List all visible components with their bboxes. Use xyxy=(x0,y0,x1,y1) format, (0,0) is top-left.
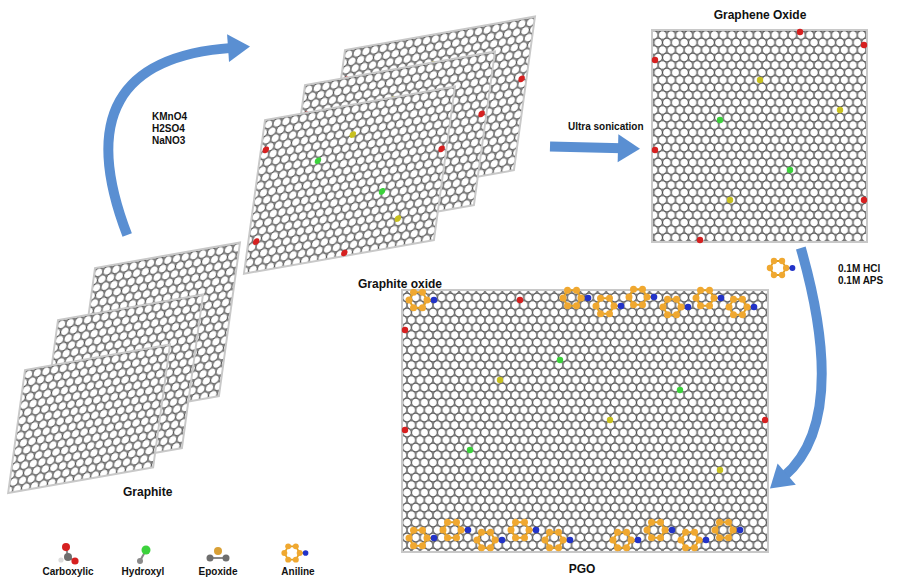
material-node: Graphite oxide xyxy=(250,25,550,295)
aniline-monomer xyxy=(767,258,796,278)
carboxylic-icon xyxy=(58,543,78,565)
reagent-label: KMnO4 H2SO4 NaNO3 xyxy=(150,110,202,148)
material-label: Graphene Oxide xyxy=(714,8,807,23)
material-node: PGO xyxy=(395,275,770,580)
reagent-label: Ultra sonication xyxy=(566,120,646,134)
material-node: Graphene Oxide xyxy=(640,6,880,248)
process-arrow xyxy=(550,147,622,149)
reagent-label: 0.1M HCl 0.1M APS xyxy=(836,262,896,288)
material-label: PGO xyxy=(569,562,596,577)
aniline-icon xyxy=(281,543,308,562)
graphite-sheet xyxy=(8,344,170,493)
material-label: Graphite xyxy=(123,485,172,500)
legend-label: Aniline xyxy=(281,566,314,578)
pgo-sheet xyxy=(402,286,768,552)
graphene-oxide-sheet xyxy=(652,29,867,243)
hydroxyl-icon xyxy=(137,546,151,565)
arrow-head xyxy=(770,464,796,489)
process-arrow xyxy=(784,248,822,477)
process-arrow xyxy=(108,48,232,235)
epoxide-icon xyxy=(207,547,230,562)
graphite-oxide-sheet xyxy=(244,86,455,273)
material-label: Graphite oxide xyxy=(358,277,442,292)
legend-label: Carboxylic xyxy=(42,566,93,578)
arrow-head xyxy=(618,134,640,162)
material-node: Graphite xyxy=(5,235,240,505)
legend-label: Hydroxyl xyxy=(122,566,165,578)
legend-label: Epoxide xyxy=(199,566,238,578)
arrow-head xyxy=(227,34,250,62)
